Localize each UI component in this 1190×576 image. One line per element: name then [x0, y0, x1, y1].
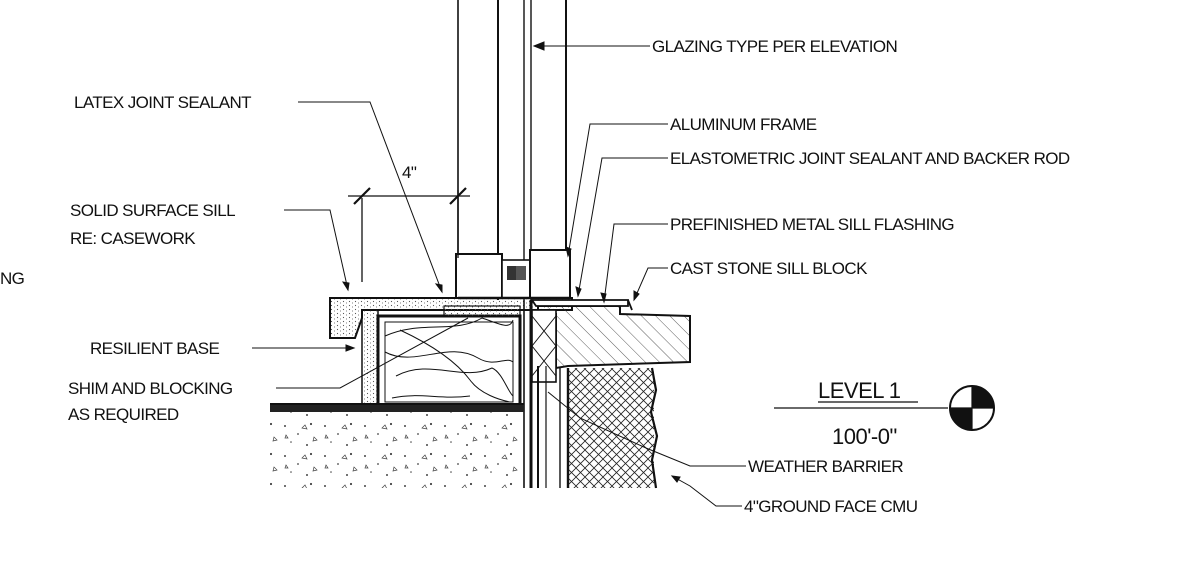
label-shim-blocking: SHIM AND BLOCKING [68, 379, 233, 398]
backer-rod [531, 309, 557, 383]
label-sill-flashing: PREFINISHED METAL SILL FLASHING [670, 215, 954, 234]
label-cmu: 4"GROUND FACE CMU [744, 497, 917, 516]
resilient-base [361, 309, 379, 409]
label-weather-barrier: WEATHER BARRIER [748, 457, 903, 476]
label-solid-surface-sill: SOLID SURFACE SILL [70, 201, 235, 220]
level-elevation: 100'-0" [832, 424, 897, 449]
level-name: LEVEL 1 [818, 378, 901, 403]
dimension-text: 4" [402, 163, 417, 182]
aluminum-frame [455, 249, 571, 300]
label-latex-sealant: LATEX JOINT SEALANT [74, 93, 251, 112]
label-elastomeric-sealant: ELASTOMETRIC JOINT SEALANT AND BACKER RO… [670, 149, 1070, 168]
callout-labels: GLAZING TYPE PER ELEVATION LATEX JOINT S… [0, 37, 1070, 516]
label-cut-off: NG [0, 269, 24, 288]
leader-lines [252, 41, 746, 507]
cmu-wall [559, 367, 659, 489]
label-cast-stone: CAST STONE SILL BLOCK [670, 259, 868, 278]
label-as-required: AS REQUIRED [68, 405, 179, 424]
level-marker: LEVEL 1 100'-0" [774, 378, 995, 449]
metal-sill-flashing [530, 299, 629, 307]
label-glazing: GLAZING TYPE PER ELEVATION [652, 37, 897, 56]
label-casework-ref: RE: CASEWORK [70, 229, 196, 248]
label-resilient-base: RESILIENT BASE [90, 339, 219, 358]
dimension-4in: 4" [348, 163, 470, 282]
sill-shims [443, 305, 521, 317]
label-aluminum-frame: ALUMINUM FRAME [670, 115, 817, 134]
concrete-slab [270, 403, 524, 488]
wood-blocking [376, 314, 522, 410]
